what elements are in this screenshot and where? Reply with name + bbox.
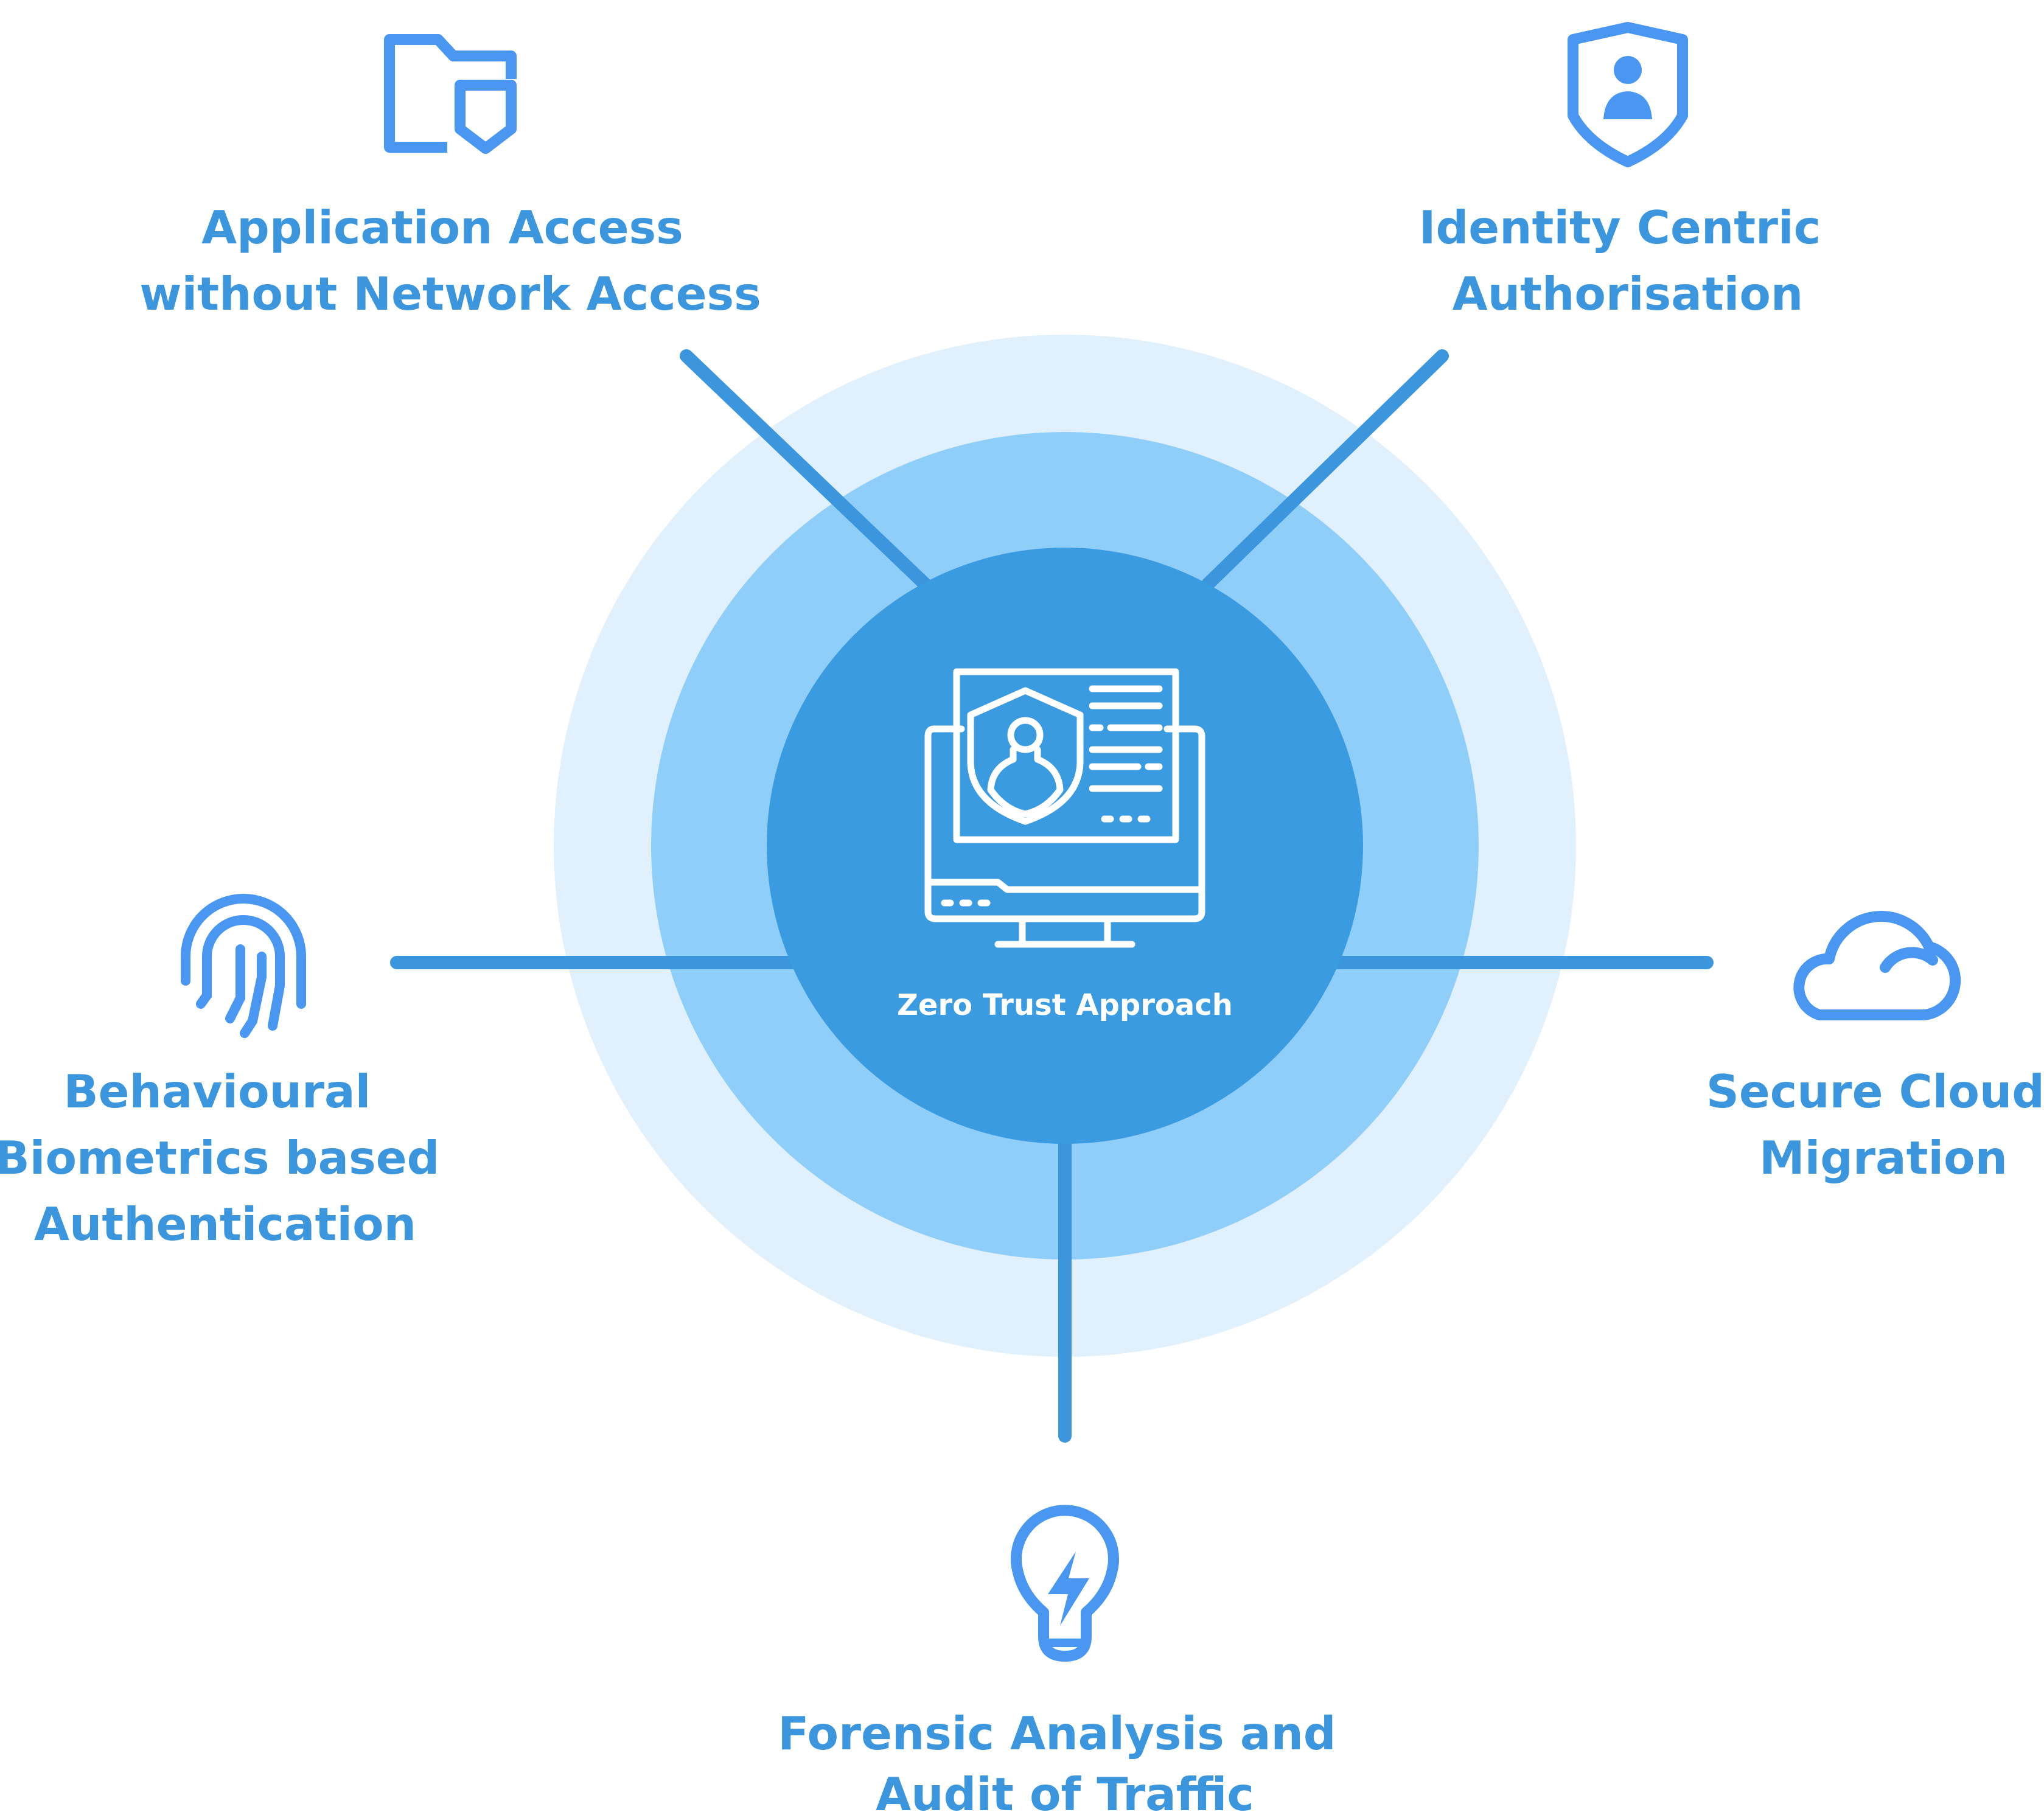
center-label: Zero Trust Approach	[897, 988, 1233, 1022]
label-behavioural-biometrics: Behavioural Biometrics based Authenticat…	[0, 1065, 455, 1251]
fingerprint-icon	[181, 894, 306, 1038]
connector-identity-centric	[1201, 349, 1449, 591]
label-application-access: Application Access without Network Acces…	[139, 201, 761, 321]
core-circle	[767, 548, 1363, 1144]
lightbulb-bolt-icon	[1011, 1505, 1119, 1662]
folder-shield-icon	[384, 34, 517, 154]
shield-user-icon	[1568, 22, 1688, 167]
computer-monitor-shield-user-icon	[924, 668, 1205, 948]
label-secure-cloud: Secure Cloud Migration	[1706, 1065, 2044, 1185]
connector-lines	[390, 349, 1714, 1443]
label-forensic-analysis: Forensic Analysis and Audit of Traffic	[778, 1707, 1352, 1815]
label-identity-centric: Identity Centric Authorisation	[1419, 201, 1837, 321]
connector-application-access	[680, 349, 932, 591]
cloud-icon	[1793, 911, 1961, 1020]
